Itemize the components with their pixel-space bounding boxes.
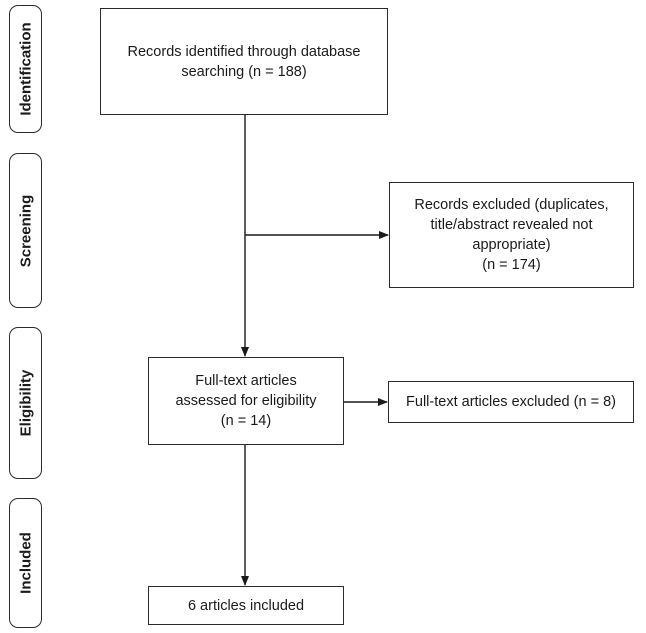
box-records-identified: Records identified through database sear… [100,8,388,115]
box-articles-included-text: 6 articles included [187,597,305,614]
stage-eligibility: Eligibility [9,327,42,479]
box-records-identified-text: Records identified through database sear… [127,43,361,80]
box-fulltext-assessed-text: Full-text articles assessed for eligibil… [175,373,317,429]
box-fulltext-assessed: Full-text articles assessed for eligibil… [148,357,344,445]
box-records-excluded: Records excluded (duplicates, title/abst… [389,182,634,288]
box-records-excluded-text: Records excluded (duplicates, title/abst… [414,197,609,273]
box-articles-included: 6 articles included [148,586,344,625]
stage-included: Included [9,498,42,628]
box-fulltext-excluded: Full-text articles excluded (n = 8) [388,381,634,423]
stage-screening: Screening [9,153,42,308]
box-fulltext-excluded-text: Full-text articles excluded (n = 8) [406,394,616,410]
stage-identification: Identification [9,5,42,133]
